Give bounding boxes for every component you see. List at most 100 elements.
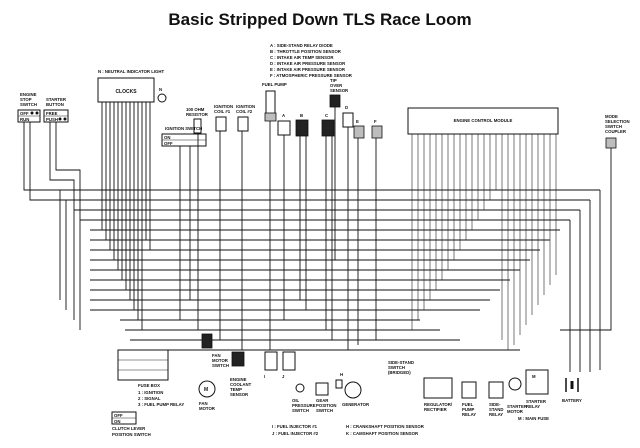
svg-text:FUEL: FUEL [462, 402, 474, 407]
svg-text:I : FUEL INJECTOR #1: I : FUEL INJECTOR #1 [272, 424, 318, 429]
svg-text:COIL #1: COIL #1 [214, 109, 231, 114]
svg-text:COIL #2: COIL #2 [236, 109, 253, 114]
svg-text:J: J [282, 374, 285, 379]
svg-text:SENSOR: SENSOR [230, 392, 249, 397]
svg-text:REGULATOR/: REGULATOR/ [424, 402, 453, 407]
svg-text:BATTERY: BATTERY [562, 398, 582, 403]
svg-text:FREE: FREE [46, 111, 58, 116]
svg-text:PRESSURE: PRESSURE [292, 403, 316, 408]
svg-text:SIDE-STAND: SIDE-STAND [388, 360, 414, 365]
legend-d: D : INTAKE AIR PRESSURE SENSOR [270, 61, 346, 66]
svg-text:POSITION: POSITION [316, 403, 337, 408]
svg-text:ENGINE CONTROL MODULE: ENGINE CONTROL MODULE [454, 118, 513, 123]
svg-text:CLOCKS: CLOCKS [115, 89, 137, 95]
svg-text:RELAY: RELAY [489, 412, 503, 417]
generator: GENERATOR H [335, 372, 370, 407]
battery: BATTERY M : MAIN FUSE [518, 378, 582, 421]
svg-text:M : MAIN FUSE: M : MAIN FUSE [518, 416, 549, 421]
gear-position-switch: GEAR POSITION SWITCH [315, 382, 337, 413]
svg-text:OFF: OFF [20, 111, 29, 116]
svg-text:H: H [340, 372, 343, 377]
svg-text:MOTOR: MOTOR [199, 406, 216, 411]
svg-text:SWITCH: SWITCH [212, 363, 229, 368]
svg-text:FAN: FAN [199, 401, 208, 406]
svg-text:M: M [204, 387, 208, 393]
side-stand-relay: SIDE- STAND RELAY [488, 381, 504, 417]
svg-text:OVER: OVER [330, 83, 343, 88]
svg-text:OFF: OFF [164, 141, 173, 146]
svg-text:2 : SIGNAL: 2 : SIGNAL [138, 396, 161, 401]
oil-pressure-switch: OIL PRESSURE SWITCH [292, 383, 316, 413]
svg-text:RELAY: RELAY [526, 404, 540, 409]
clutch-lever-position-switch: OFF ON CLUTCH LEVER POSITION SWITCH [111, 411, 151, 437]
starter-button: STARTER BUTTON FREE PUSH [43, 97, 69, 123]
svg-text:C: C [325, 113, 328, 118]
svg-text:OFF: OFF [114, 413, 123, 418]
svg-text:SWITCH: SWITCH [605, 124, 622, 129]
svg-text:RUN: RUN [20, 117, 29, 122]
svg-text:M: M [532, 374, 536, 379]
svg-text:SELECTION: SELECTION [605, 119, 630, 124]
tip-over-sensor: TIP OVER SENSOR [329, 78, 349, 108]
svg-text:IGNITION SWITCH: IGNITION SWITCH [165, 126, 202, 131]
svg-text:ON: ON [164, 135, 170, 140]
svg-text:BUTTON: BUTTON [46, 102, 64, 107]
svg-text:COOLANT: COOLANT [230, 382, 252, 387]
side-stand-switch: SIDE-STAND SWITCH (BRIDGED) [388, 360, 414, 375]
svg-text:COUPLER: COUPLER [605, 129, 627, 134]
svg-text:GEAR: GEAR [316, 398, 329, 403]
svg-text:GENERATOR: GENERATOR [342, 402, 370, 407]
legend-c: C : INTAKE AIR TEMP SENSOR [270, 55, 334, 60]
svg-text:STARTER: STARTER [46, 97, 67, 102]
resistor-100-ohm: 100 OHM RESISTOR [186, 107, 209, 134]
svg-text:TEMP: TEMP [230, 387, 242, 392]
fuel-pump: FUEL PUMP [262, 82, 287, 122]
svg-text:IGNITION: IGNITION [236, 104, 255, 109]
svg-text:RESISTOR: RESISTOR [186, 112, 209, 117]
svg-text:(BRIDGED): (BRIDGED) [388, 370, 411, 375]
svg-text:ENGINE: ENGINE [20, 92, 37, 97]
svg-text:100 OHM: 100 OHM [186, 107, 205, 112]
starter-motor: STARTER MOTOR [507, 377, 528, 414]
svg-text:RECTIFIER: RECTIFIER [424, 407, 448, 412]
svg-text:SWITCH: SWITCH [20, 102, 37, 107]
svg-text:STARTER: STARTER [526, 399, 547, 404]
bottom-legend: I : FUEL INJECTOR #1 J : FUEL INJECTOR #… [272, 424, 425, 436]
svg-text:K : CAMSHAFT POSITION SENSOR: K : CAMSHAFT POSITION SENSOR [346, 431, 419, 436]
engine-control-module: ENGINE CONTROL MODULE [407, 107, 559, 135]
svg-text:3 : FUEL PUMP RELAY: 3 : FUEL PUMP RELAY [138, 402, 184, 407]
wiring-harness [23, 102, 612, 372]
svg-text:ENGINE: ENGINE [230, 377, 247, 382]
fan-motor-switch: FAN MOTOR SWITCH [201, 333, 229, 368]
sensors-a-f: A B C D E F [277, 105, 383, 139]
svg-text:STOP: STOP [20, 97, 32, 102]
fan-motor: M FAN MOTOR [198, 380, 216, 411]
fuel-injectors: I J [264, 351, 296, 379]
svg-text:POSITION SWITCH: POSITION SWITCH [112, 432, 151, 437]
svg-text:IGNITION: IGNITION [214, 104, 233, 109]
legend-e: E : INTAKE AIR PRESSURE SENSOR [270, 67, 346, 72]
svg-text:OIL: OIL [292, 398, 300, 403]
legend-b: B : THROTTLE POSITION SENSOR [270, 49, 342, 54]
engine-coolant-temp-sensor: ENGINE COOLANT TEMP SENSOR [230, 351, 252, 397]
ignition-switch: IGNITION SWITCH ON OFF [161, 126, 207, 147]
svg-text:CLUTCH LEVER: CLUTCH LEVER [112, 426, 146, 431]
svg-text:I: I [264, 374, 265, 379]
mode-selection-switch-coupler: MODE SELECTION SWITCH COUPLER [605, 114, 630, 149]
neutral-indicator-label: N : NEUTRAL INDICATOR LIGHT [98, 69, 164, 74]
legend-f: F : ATMOSPHERIC PRESSURE SENSOR [270, 73, 353, 78]
svg-text:MOTOR: MOTOR [507, 409, 524, 414]
svg-text:D: D [345, 105, 348, 110]
svg-text:TIP: TIP [330, 78, 337, 83]
svg-text:ON: ON [114, 419, 120, 424]
svg-text:B: B [300, 113, 303, 118]
starter-relay: M STARTER RELAY [525, 369, 549, 409]
regulator-rectifier: REGULATOR/ RECTIFIER [423, 377, 453, 412]
svg-text:A: A [282, 113, 285, 118]
svg-text:N: N [159, 87, 162, 92]
svg-text:SENSOR: SENSOR [330, 88, 349, 93]
svg-text:FUSE BOX: FUSE BOX [138, 383, 160, 388]
fuse-box: FUSE BOX 1 : IGNITION 2 : SIGNAL 3 : FUE… [117, 349, 184, 407]
svg-text:FAN: FAN [212, 353, 221, 358]
